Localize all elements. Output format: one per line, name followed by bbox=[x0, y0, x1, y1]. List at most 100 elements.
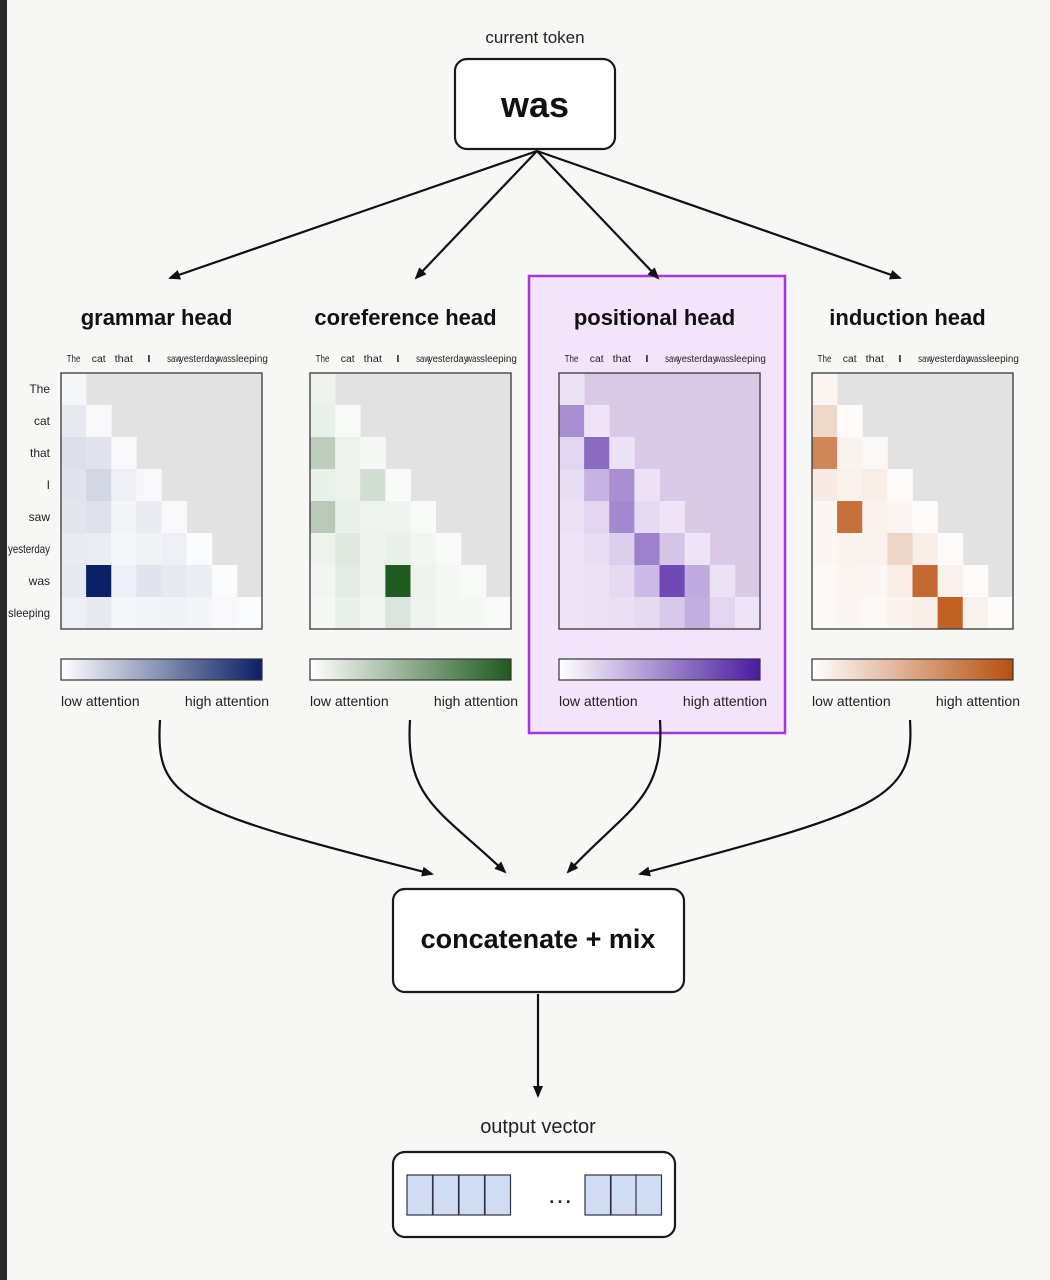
output-cell bbox=[635, 1174, 663, 1216]
output-cell bbox=[406, 1174, 434, 1216]
heatmap-cell bbox=[86, 437, 112, 470]
positional-head-col-label: that bbox=[613, 354, 632, 365]
coreference-head-title: coreference head bbox=[314, 305, 496, 330]
output-cell bbox=[458, 1174, 486, 1216]
grammar-head-col-label: yesterday bbox=[179, 354, 219, 365]
heatmap-cell bbox=[136, 501, 162, 534]
grammar-head-col-label: was bbox=[217, 354, 232, 365]
heatmap-cell bbox=[310, 373, 336, 406]
heatmap-cell bbox=[684, 597, 711, 630]
heatmap-cell bbox=[161, 533, 188, 566]
heatmap-cell bbox=[812, 533, 838, 566]
heatmap-cell bbox=[987, 597, 1014, 630]
heatmap-cell bbox=[812, 565, 838, 598]
heatmap-cell bbox=[837, 501, 863, 534]
coreference-head-heatmap-frame bbox=[309, 372, 512, 630]
heatmap-cell bbox=[559, 373, 585, 406]
positional-head-low-label: low attention bbox=[559, 693, 638, 709]
coreference-head-col-label: was bbox=[466, 354, 481, 365]
row-label: I bbox=[47, 478, 50, 492]
positional-head-col-label: was bbox=[715, 354, 730, 365]
heatmap-cell bbox=[335, 565, 361, 598]
heatmap-cell bbox=[310, 533, 336, 566]
heatmap-cell bbox=[812, 469, 838, 502]
heatmap-cell bbox=[61, 373, 87, 406]
arrow-to-positional-head bbox=[536, 150, 660, 280]
heatmap-cell bbox=[887, 469, 913, 502]
heatmap-cell bbox=[385, 597, 411, 630]
heatmap-cell bbox=[837, 437, 863, 470]
heatmap-cell bbox=[86, 565, 112, 598]
row-label: The bbox=[29, 382, 50, 396]
heatmap-cell bbox=[734, 597, 761, 630]
current-token-box bbox=[453, 57, 617, 151]
heatmap-cell bbox=[360, 565, 386, 598]
output-cell bbox=[610, 1174, 638, 1216]
heatmap-cell bbox=[609, 501, 635, 534]
heatmap-cell bbox=[559, 565, 585, 598]
heatmap-cell bbox=[584, 437, 610, 470]
heatmap-cell bbox=[559, 405, 585, 438]
heatmap-cell bbox=[310, 405, 336, 438]
induction-head-title: induction head bbox=[829, 305, 985, 330]
coreference-head-colorbar bbox=[310, 659, 511, 680]
coreference-head-low-label: low attention bbox=[310, 693, 389, 709]
heatmap-cell bbox=[837, 597, 863, 630]
coreference-head-col-label: cat bbox=[341, 354, 355, 365]
arrow-from-coreference-head bbox=[408, 719, 507, 874]
current-token-text: was bbox=[500, 84, 569, 125]
heatmap-cell bbox=[86, 597, 112, 630]
positional-head-title: positional head bbox=[574, 305, 735, 330]
heatmap-cell bbox=[435, 597, 462, 630]
heatmap-cell bbox=[186, 533, 213, 566]
heatmap-cell bbox=[937, 597, 964, 630]
induction-head-low-label: low attention bbox=[812, 693, 891, 709]
positional-head-col-label: yesterday bbox=[677, 354, 717, 365]
coreference-head-col-label: sleeping bbox=[480, 354, 517, 365]
heatmap-cell bbox=[86, 501, 112, 534]
positional-head-colorbar bbox=[559, 659, 760, 680]
heatmap-cell bbox=[136, 469, 162, 502]
heatmap-cell bbox=[385, 565, 411, 598]
heatmap-cell bbox=[887, 597, 913, 630]
heatmap-cell bbox=[485, 597, 512, 630]
heatmap-cell bbox=[136, 565, 162, 598]
heatmap-cell bbox=[86, 469, 112, 502]
output-vector-box bbox=[391, 1150, 677, 1239]
heatmap-cell bbox=[111, 597, 137, 630]
heatmap-cell bbox=[584, 501, 610, 534]
grammar-head-high-label: high attention bbox=[185, 693, 269, 709]
induction-head-col-label: sleeping bbox=[982, 354, 1019, 365]
positional-head-colorbar-frame bbox=[558, 658, 761, 681]
heatmap-cell bbox=[634, 501, 660, 534]
heatmap-cell bbox=[584, 565, 610, 598]
arrow-from-induction-head bbox=[638, 719, 912, 877]
heatmap-cell bbox=[559, 469, 585, 502]
heatmap-cell bbox=[136, 597, 162, 630]
heatmap-cell bbox=[186, 565, 213, 598]
heatmap-cell bbox=[862, 565, 888, 598]
heatmap-cell bbox=[937, 533, 964, 566]
grammar-head-colorbar bbox=[61, 659, 262, 680]
heatmap-cell bbox=[211, 597, 238, 630]
heatmap-cell bbox=[584, 405, 610, 438]
grammar-head-heatmap-frame bbox=[60, 372, 263, 630]
heatmap-cell bbox=[310, 597, 336, 630]
heatmap-cell bbox=[236, 597, 263, 630]
heatmap-cell bbox=[460, 565, 487, 598]
heatmap-cell bbox=[887, 565, 913, 598]
heatmap-cell bbox=[912, 533, 939, 566]
positional-head-heatmap-frame bbox=[558, 372, 761, 630]
heatmap-cell bbox=[161, 565, 188, 598]
heatmap-cell bbox=[837, 565, 863, 598]
heatmap-cell bbox=[360, 437, 386, 470]
coreference-head-col-label: saw bbox=[416, 354, 430, 365]
heatmap-cell bbox=[310, 501, 336, 534]
window-edge bbox=[0, 0, 7, 1280]
grammar-head-col-label: sleeping bbox=[231, 354, 268, 365]
output-vector-cells bbox=[406, 1174, 663, 1216]
